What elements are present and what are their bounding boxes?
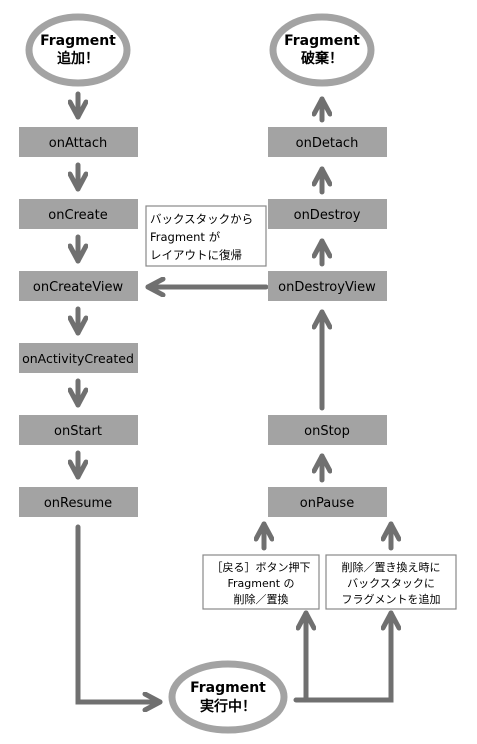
- note-back-stack-return-line2: Fragment が: [150, 230, 221, 244]
- step-onpause-label: onPause: [300, 496, 354, 511]
- step-ondetach: onDetach: [268, 127, 387, 157]
- step-onstop-label: onStop: [304, 424, 350, 439]
- step-ondestroy: onDestroy: [268, 199, 387, 229]
- step-ondetach-label: onDetach: [296, 136, 359, 151]
- step-ondestroyview-label: onDestroyView: [278, 280, 376, 295]
- arrow-onresume-to-running: [75, 524, 163, 702]
- start-event-line2: 追加！: [57, 50, 99, 67]
- destroy-event: Fragment 破棄！: [269, 13, 375, 87]
- step-onactivitycreated: onActivityCreated: [19, 343, 138, 373]
- destroy-event-line1: Fragment: [284, 33, 360, 49]
- step-onpause: onPause: [268, 487, 387, 517]
- note-replace-add-stack: 削除／置き換え時に バックスタックに フラグメントを追加: [325, 554, 457, 610]
- note-replace-add-stack-line3: フラグメントを追加: [342, 592, 441, 606]
- note-back-button-line2: Fragment の: [227, 577, 294, 590]
- step-oncreate-label: onCreate: [48, 208, 107, 223]
- step-onattach: onAttach: [19, 127, 138, 157]
- step-ondestroyview: onDestroyView: [268, 271, 387, 301]
- step-onattach-label: onAttach: [49, 136, 107, 151]
- arrow-running-to-add-note: [303, 610, 391, 703]
- step-onresume: onResume: [19, 487, 138, 517]
- step-onactivitycreated-label: onActivityCreated: [22, 351, 134, 366]
- step-onstart: onStart: [19, 415, 138, 445]
- note-back-stack-return-line1: バックスタックから: [150, 212, 253, 226]
- step-oncreate: onCreate: [19, 199, 138, 229]
- running-event-line2: 実行中！: [200, 698, 256, 715]
- note-back-button: ［戻る］ボタン押下 Fragment の 削除／置換: [202, 554, 320, 610]
- start-event: Fragment 追加！: [25, 13, 131, 87]
- step-onstop: onStop: [268, 415, 387, 445]
- start-event-line1: Fragment: [40, 33, 116, 49]
- note-back-stack-return: バックスタックから Fragment が レイアウトに復帰: [145, 205, 267, 267]
- step-oncreateview: onCreateView: [19, 271, 138, 301]
- destroy-event-line2: 破棄！: [301, 50, 343, 67]
- note-back-button-line3: 削除／置換: [234, 592, 289, 606]
- arrow-running-to-back-note: [293, 610, 306, 703]
- step-onresume-label: onResume: [44, 496, 112, 511]
- note-replace-add-stack-line2: バックスタックに: [347, 577, 435, 590]
- note-back-button-line1: ［戻る］ボタン押下: [212, 560, 311, 574]
- running-event-line1: Fragment: [190, 680, 266, 696]
- step-oncreateview-label: onCreateView: [33, 280, 124, 295]
- note-replace-add-stack-line1: 削除／置き換え時に: [342, 560, 441, 574]
- note-back-stack-return-line3: レイアウトに復帰: [150, 248, 242, 262]
- running-event: Fragment 実行中！: [168, 660, 288, 734]
- step-onstart-label: onStart: [54, 424, 102, 439]
- step-ondestroy-label: onDestroy: [294, 208, 361, 223]
